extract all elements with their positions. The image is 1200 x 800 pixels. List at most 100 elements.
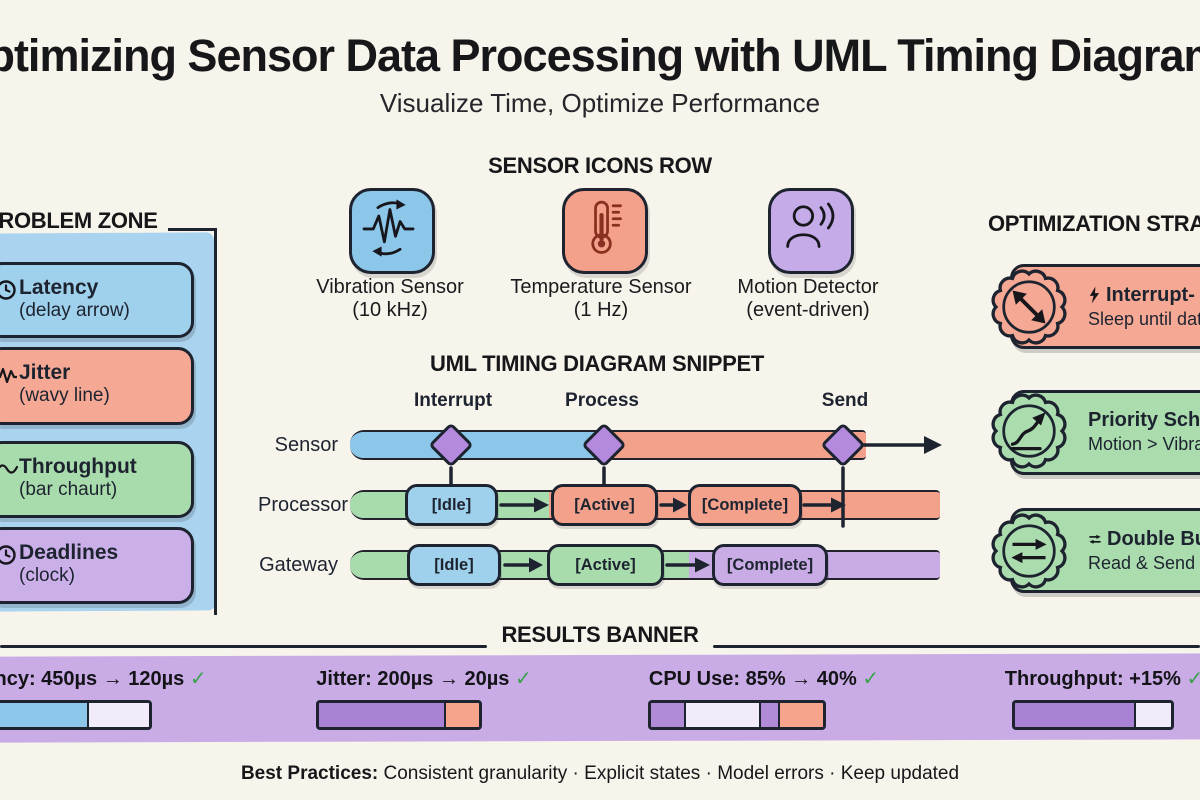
best-practices-text: Consistent granularity · Explicit states…: [378, 763, 960, 784]
bar-segment: [777, 703, 823, 727]
clock-icon: [0, 544, 17, 566]
diagonal-double-arrow-icon: [1012, 290, 1046, 324]
bar-segment: [1133, 703, 1171, 727]
sine-wave-icon: [0, 458, 19, 480]
jitter-wave-icon: [0, 364, 19, 386]
processor-state-active: [Active]: [551, 484, 658, 526]
bar-segment: [1015, 703, 1134, 727]
sensor-detail: (1 Hz): [573, 299, 629, 321]
event-label-send: Send: [821, 390, 869, 411]
result-latency-text: Latency: 450µs → 120µs ✓: [0, 666, 207, 691]
optimization-text-3: Double Bu Read & Send in: [1088, 527, 1200, 575]
gateway-state-idle: [Idle]: [407, 544, 501, 586]
results-heading: RESULTS BANNER: [501, 622, 699, 647]
problem-card-label: Latency: [19, 276, 99, 299]
strategy-subtitle: Motion > Vibrat: [1088, 434, 1200, 454]
results-heading-line-left: [0, 645, 487, 648]
optimization-badge-3: [985, 507, 1073, 595]
result-throughput-text: Throughput: +15% ✓: [1005, 666, 1200, 691]
bar-segment: [0, 703, 87, 727]
motion-detector-label: Motion Detector (event-driven): [688, 276, 928, 322]
bar-segment: [443, 703, 479, 727]
results-heading-line-right: [713, 645, 1200, 648]
event-label-process: Process: [565, 390, 639, 411]
event-label-interrupt: Interrupt: [413, 390, 493, 411]
optimization-text-2: Priority Sche Motion > Vibrat: [1088, 408, 1200, 456]
bar-segment: [319, 703, 444, 727]
problem-card-sub: (bar chaurt): [19, 479, 118, 500]
sensor-detail: (10 kHz): [352, 299, 428, 321]
problem-card-deadlines: Deadlines (clock): [0, 527, 194, 604]
bolt-icon: [1089, 286, 1100, 304]
check-icon: ✓: [514, 668, 532, 690]
check-icon: ✓: [1186, 668, 1200, 690]
result-jitter-text: Jitter: 200µs → 20µs ✓: [316, 666, 531, 691]
clock-icon: [0, 279, 17, 301]
result-text: Jitter: 200µs → 20µs: [316, 668, 510, 690]
page-subtitle: Visualize Time, Optimize Performance: [379, 88, 821, 118]
lifeline-label-sensor: Sensor: [274, 434, 338, 456]
result-text: Throughput: +15%: [1004, 668, 1181, 690]
result-cpu-bar: [648, 700, 826, 730]
problem-zone-heading: PROBLEM ZONE: [0, 208, 158, 233]
optimization-badge-2: [985, 387, 1073, 475]
vibration-waveform-icon: [362, 199, 415, 257]
optimization-text-1: Interrupt- Sleep until data: [1088, 283, 1200, 331]
problem-card-label: Deadlines: [19, 541, 119, 564]
strategy-subtitle: Read & Send in: [1088, 553, 1200, 573]
bar-segment: [651, 703, 685, 727]
person-motion-icon: [786, 202, 835, 248]
sensor-row-heading: SENSOR ICONS ROW: [488, 153, 712, 178]
result-jitter-bar: [316, 700, 482, 730]
problem-card-sub: (delay arrow): [19, 300, 130, 321]
thermometer-icon: [591, 200, 622, 254]
sensor-name: Motion Detector: [737, 276, 879, 298]
gateway-state-complete: [Complete]: [712, 544, 828, 586]
check-icon: ✓: [862, 668, 880, 690]
processor-state-idle: [Idle]: [405, 484, 498, 526]
bar-segment: [86, 703, 149, 727]
temperature-sensor-tile: [562, 188, 648, 274]
problem-card-sub: (wavy line): [19, 385, 110, 406]
strategy-title: Priority Sche: [1088, 409, 1200, 431]
problem-zone-border-bracket: [168, 228, 217, 615]
problem-card-label: Throughput: [19, 455, 137, 478]
swap-arrows-mini-icon: [1089, 534, 1101, 544]
sensor-detail: (event-driven): [746, 299, 870, 321]
best-practices-line: Best Practices: Consistent granularity ·…: [241, 763, 959, 785]
check-icon: ✓: [189, 668, 207, 690]
sensor-track-blue-segment: [350, 432, 604, 458]
problem-card-label: Jitter: [19, 361, 71, 384]
result-throughput-bar: [1012, 700, 1174, 730]
vibration-sensor-tile: [349, 188, 435, 274]
gateway-state-active: [Active]: [547, 544, 664, 586]
lifeline-label-gateway: Gateway: [259, 554, 338, 576]
optimization-badge-1: [985, 263, 1073, 351]
temperature-sensor-label: Temperature Sensor (1 Hz): [481, 276, 721, 322]
sensor-name: Vibration Sensor: [316, 276, 464, 298]
best-practices-label: Best Practices:: [240, 763, 379, 784]
problem-card-sub: (clock): [19, 565, 75, 586]
problem-card-throughput: Throughput (bar chaurt): [0, 441, 194, 518]
page-title: Optimizing Sensor Data Processing with U…: [0, 30, 1200, 81]
sensor-name: Temperature Sensor: [510, 276, 692, 298]
strategy-title: Double Bu: [1107, 528, 1200, 550]
vibration-sensor-label: Vibration Sensor (10 kHz): [270, 276, 510, 322]
lifeline-label-processor: Processor: [258, 494, 349, 516]
strategy-title: Interrupt-: [1106, 284, 1195, 306]
processor-state-complete: [Complete]: [688, 484, 802, 526]
problem-card-jitter: Jitter (wavy line): [0, 347, 194, 425]
result-latency-bar: [0, 700, 152, 730]
result-cpu-text: CPU Use: 85% → 40% ✓: [649, 666, 879, 691]
double-horizontal-arrows-icon: [1011, 538, 1047, 564]
bar-segment: [684, 703, 760, 727]
timing-heading: UML TIMING DIAGRAM SNIPPET: [429, 351, 765, 376]
problem-card-latency: Latency (delay arrow): [0, 262, 194, 338]
rising-curve-arrow-icon: [1010, 412, 1046, 451]
bar-segment: [759, 703, 778, 727]
result-text: CPU Use: 85% → 40%: [648, 668, 857, 690]
strategy-subtitle: Sleep until data: [1088, 309, 1200, 329]
result-text: Latency: 450µs → 120µs: [0, 668, 185, 690]
motion-detector-tile: [768, 188, 854, 274]
optimization-heading: OPTIMIZATION STRATEGIES: [988, 211, 1200, 236]
